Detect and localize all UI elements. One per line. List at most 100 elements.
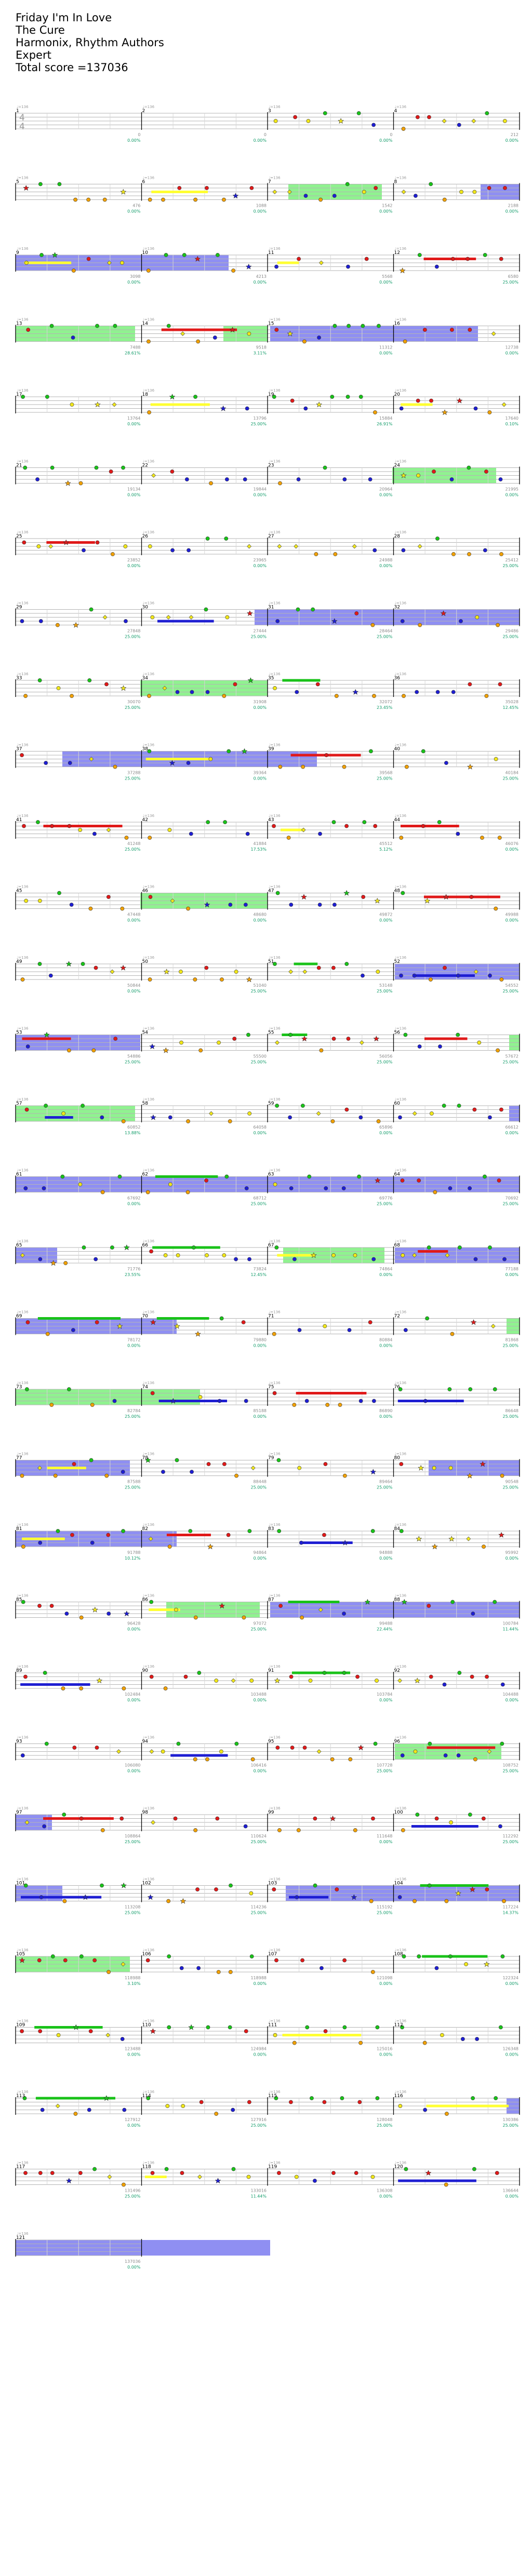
tempo-marking: ♩=136 xyxy=(395,1239,407,1243)
measure-score: 95992 xyxy=(506,1550,518,1555)
note xyxy=(306,119,311,123)
note xyxy=(332,324,337,328)
measure-score: 73824 xyxy=(254,1267,267,1271)
note xyxy=(60,1174,65,1179)
measure-percent: 25.00% xyxy=(250,635,267,639)
note xyxy=(44,761,48,765)
measure-number: 111 xyxy=(268,2023,277,2028)
hopo-note xyxy=(318,260,324,265)
note xyxy=(50,1954,55,1958)
note xyxy=(481,1816,486,1821)
measure-number: 5 xyxy=(16,180,19,185)
note xyxy=(175,1458,179,1463)
star-note xyxy=(82,1894,89,1900)
star-note xyxy=(120,685,127,691)
note xyxy=(107,1612,111,1616)
staff-row xyxy=(15,111,520,131)
measure-number: 18 xyxy=(142,392,149,397)
staff-row xyxy=(15,1387,520,1407)
note xyxy=(94,965,98,970)
measure-number: 34 xyxy=(142,676,149,681)
note xyxy=(274,2096,278,2100)
measure-number: 14 xyxy=(142,321,149,327)
note xyxy=(403,1328,408,1332)
hopo-note xyxy=(151,473,156,478)
star-note xyxy=(425,2170,432,2176)
measure-percent: 0.00% xyxy=(254,493,267,498)
note xyxy=(447,1387,452,1391)
measure-percent: 25.00% xyxy=(250,1627,267,1632)
sustain-bar xyxy=(401,825,459,827)
tempo-marking: ♩=136 xyxy=(143,1594,155,1598)
note xyxy=(24,261,29,265)
tempo-marking: ♩=136 xyxy=(269,1027,281,1031)
measure-score: 24988 xyxy=(379,558,392,562)
tempo-marking: ♩=136 xyxy=(17,318,29,322)
note xyxy=(484,469,488,474)
measure-percent: 0.00% xyxy=(127,2123,141,2128)
hopo-note xyxy=(288,969,294,974)
hopo-note xyxy=(490,1324,496,1329)
tempo-marking: ♩=136 xyxy=(395,1310,407,1314)
note xyxy=(398,1387,403,1391)
note xyxy=(147,339,151,344)
hopo-note xyxy=(466,1536,471,1541)
note xyxy=(354,2171,358,2175)
measure-percent: 0.00% xyxy=(254,776,267,781)
measure-number: 9 xyxy=(16,250,19,256)
sustain-bar xyxy=(144,2176,167,2178)
sustain-bar xyxy=(423,258,476,260)
measure-score: 94888 xyxy=(379,1550,392,1555)
star-note xyxy=(483,1961,490,1967)
note xyxy=(81,1104,85,1108)
tempo-marking: ♩=136 xyxy=(143,2161,155,2165)
note xyxy=(37,678,42,682)
measure-number: 101 xyxy=(16,1881,25,1886)
note xyxy=(344,962,349,966)
measure-score: 41248 xyxy=(127,841,140,846)
note xyxy=(361,895,366,899)
note xyxy=(121,1119,126,1123)
note xyxy=(313,2179,317,2183)
note xyxy=(288,1032,292,1037)
star-note xyxy=(19,1957,25,1963)
tempo-marking: ♩=136 xyxy=(269,176,281,180)
note xyxy=(450,1600,455,1604)
measure-percent: 0.00% xyxy=(379,1840,393,1844)
measure-percent: 0.00% xyxy=(379,2052,393,2057)
note xyxy=(56,686,61,690)
note xyxy=(122,2108,127,2112)
measure-percent: 0.00% xyxy=(506,2052,519,2057)
note xyxy=(79,1816,84,1821)
tempo-marking: ♩=136 xyxy=(143,743,155,747)
measure-number: 88 xyxy=(394,1598,401,1603)
hopo-note xyxy=(208,1111,214,1116)
staff-row xyxy=(15,394,520,415)
tempo-marking: ♩=136 xyxy=(269,1665,281,1669)
measure-number: 6 xyxy=(142,180,145,185)
note xyxy=(243,477,247,481)
measure-number: 29 xyxy=(16,605,22,610)
measure-number: 62 xyxy=(142,1172,148,1177)
staff-row xyxy=(15,1671,520,1691)
note xyxy=(42,1186,46,1190)
note xyxy=(323,2029,328,2033)
note xyxy=(289,1674,294,1679)
note xyxy=(468,1186,472,1190)
note xyxy=(38,182,43,186)
note xyxy=(500,1741,504,1746)
note xyxy=(166,1899,171,1903)
staff-row xyxy=(15,1741,520,1762)
note xyxy=(170,469,175,474)
measure-percent: 0.00% xyxy=(254,2052,267,2057)
tempo-marking: ♩=136 xyxy=(395,1665,407,1669)
measure-number: 2 xyxy=(142,109,145,114)
note xyxy=(82,548,86,553)
note xyxy=(100,1828,105,1832)
measure-number: 94 xyxy=(142,1739,149,1745)
note xyxy=(104,1473,109,1478)
measure-percent: 0.00% xyxy=(254,1981,267,1986)
measure-percent: 0.00% xyxy=(254,209,267,214)
measure-score: 131496 xyxy=(125,2189,141,2193)
note xyxy=(25,1044,30,1049)
